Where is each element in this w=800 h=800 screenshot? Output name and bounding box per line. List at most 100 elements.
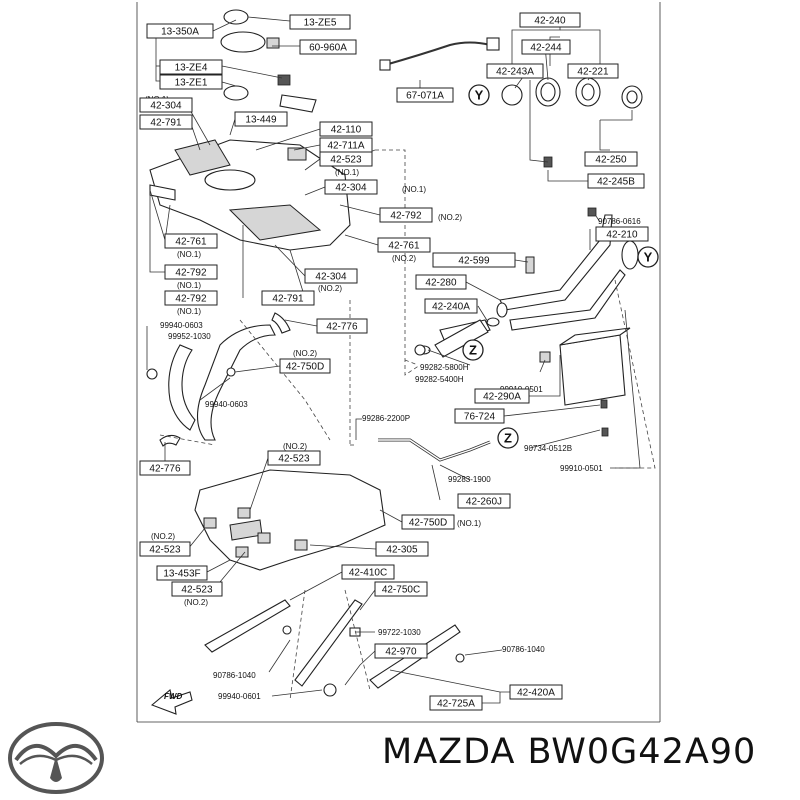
callout-text: 42-410C [349,568,387,579]
callout-text: 42-792 [175,294,207,305]
callout-text: 42-240A [432,302,470,313]
callout-label: 42-750D [279,358,331,374]
callout-label: 42-304 [139,97,193,113]
callout-text: (NO.2) [184,598,208,607]
callout-label: 42-250 [584,151,638,167]
callout-text: 13-350A [161,27,199,38]
callout-label: 42-290A [474,388,530,404]
callout-label: (NO.2) [184,598,208,607]
callout-box [379,207,433,223]
callout-box [374,643,428,659]
callout-text: 99722-1030 [378,628,421,637]
callout-label: 42-792 [164,264,218,280]
callout-text: 42-970 [385,647,417,658]
callout-text: 42-750D [286,362,324,373]
callout-text: 42-599 [458,256,490,267]
callout-label: 99910-0501 [560,464,603,473]
callout-text: 42-243A [496,67,534,78]
callout-text: (NO.2) [318,284,342,293]
callout-text: 42-420A [517,688,555,699]
brand-name: MAZDA [382,732,516,772]
callout-box [396,87,454,103]
callout-text: 99952-1030 [168,332,211,341]
callout-label: 42-210 [595,226,649,242]
callout-label: 42-280 [415,274,467,290]
callout-text: 90734-0512B [524,444,572,453]
callout-text: 42-290A [483,392,521,403]
callout-text: 42-523 [149,545,181,556]
leader-lines [146,16,641,704]
connector-circle [497,427,519,449]
callout-box [299,39,357,55]
callout-label: 42-245B [587,173,645,189]
callout-box [375,541,429,557]
callout-label: 90786-1040 [502,645,545,654]
callout-box [156,565,208,581]
callout-label: 13-350A [146,23,214,39]
brand-part-number: BW0G42A90 [527,732,757,772]
callout-label: 42-240A [424,298,478,314]
callout-label: 42-244 [521,39,571,55]
callout-text: Z [469,343,477,358]
callout-text: 13-ZE5 [304,18,337,29]
callout-box [139,97,193,113]
callout-label: 99940-0603 [160,321,203,330]
callout-text: Z [504,431,512,446]
callout-label: (NO.2) [438,213,462,222]
callout-label: (NO.2) [293,349,317,358]
callout-text: 42-305 [386,545,418,556]
callout-text: 42-244 [530,43,562,54]
callout-label: 99952-1030 [168,332,211,341]
callout-label: FWD [164,692,182,701]
callout-text: 42-792 [175,268,207,279]
callout-label: 42-792 [379,207,433,223]
callout-text: (NO.1) [177,250,201,259]
callout-box [319,151,373,167]
callout-label: 42-420A [509,684,563,700]
callout-text: 67-071A [406,91,444,102]
callout-box [234,111,288,127]
callout-label: 42-761 [164,233,218,249]
callout-box [171,581,223,597]
callout-box [289,14,351,30]
callout-text: 42-750C [382,585,420,596]
callout-box [319,121,373,137]
callout-label: 42-711A [319,137,373,153]
callout-text: 42-304 [315,272,347,283]
callout-box [415,274,467,290]
callout-box [164,233,218,249]
callout-text: 99940-0603 [160,321,203,330]
callout-text: (NO.1) [335,168,359,177]
callout-label: 42-240 [519,12,581,28]
callout-text: 42-791 [150,118,182,129]
callout-box [139,541,191,557]
callout-label: 42-304 [304,268,358,284]
callout-box [267,450,321,466]
callout-label: (NO.1) [457,519,481,528]
callout-box [341,564,395,580]
callout-label: 42-776 [316,318,368,334]
callout-text: 42-523 [181,585,213,596]
callout-text: 42-792 [390,211,422,222]
callout-text: Y [475,88,484,103]
callout-label: 42-725A [429,695,483,711]
callout-text: 90786-1040 [502,645,545,654]
callout-label: 99722-1030 [378,628,421,637]
callout-box [432,252,516,268]
callout-label: 42-791 [139,114,193,130]
connector-circle [468,84,490,106]
callout-text: (NO.1) [177,307,201,316]
callout-label: (NO.2) [151,532,175,541]
callout-label: 42-221 [567,63,619,79]
connector-circle [637,246,659,268]
callout-label: 42-750D [401,514,455,530]
callout-text: 42-221 [577,67,609,78]
callout-label: 42-110 [319,121,373,137]
callout-text: 99282-5800H [420,363,469,372]
callout-text: 13-453F [163,569,200,580]
callout-text: (NO.2) [293,349,317,358]
callout-label: 90786-1040 [213,671,256,680]
connector-circle [462,339,484,361]
callout-text: 42-523 [330,155,362,166]
callout-label: 90786-0616 [598,217,641,226]
